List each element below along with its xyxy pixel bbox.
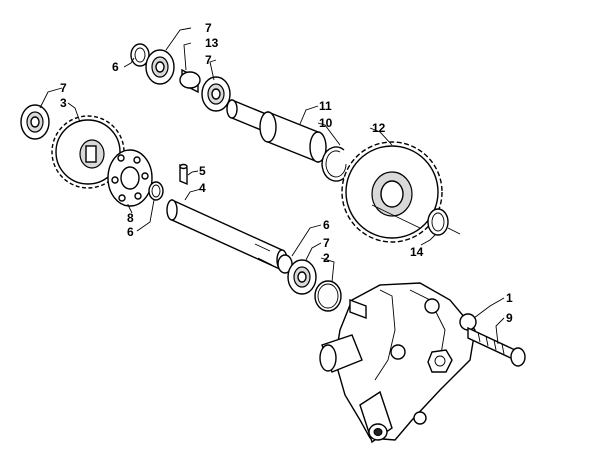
upper-shaft-11: [226, 98, 327, 164]
callout-13: 13: [205, 36, 219, 50]
callout-8: 8: [127, 211, 134, 225]
callout-7-top: 7: [205, 21, 212, 35]
callout-labels: 7 13 7 6 7 3 11 10 12 5 4 8 6 6 7 2 14 1…: [60, 21, 513, 325]
callout-5: 5: [199, 164, 206, 178]
snap-ring-6-left: [148, 181, 164, 201]
pump-housing: [319, 282, 477, 444]
callout-9: 9: [506, 311, 513, 325]
callout-6-left: 6: [127, 225, 134, 239]
spacer-13: [179, 68, 201, 94]
callout-7-upper: 7: [205, 53, 212, 67]
left-bearing-7: [20, 104, 50, 140]
callout-7-left: 7: [60, 81, 67, 95]
callout-4: 4: [199, 181, 206, 195]
snap-ring-14: [427, 208, 449, 236]
lower-shaft-4: [166, 198, 288, 272]
callout-3: 3: [60, 96, 67, 110]
callout-12: 12: [372, 121, 386, 135]
o-ring-2: [314, 280, 342, 312]
plate-8: [107, 149, 153, 207]
callout-6-top: 6: [112, 60, 119, 74]
bolt-9: [467, 326, 526, 367]
callout-7-lower: 7: [323, 236, 330, 250]
callout-14: 14: [410, 245, 424, 259]
callout-1: 1: [506, 291, 513, 305]
dowel-pin-5: [179, 163, 188, 186]
callout-10: 10: [319, 116, 333, 130]
leader-lines: [39, 27, 505, 345]
drive-gear-3: [51, 115, 125, 189]
snap-ring-6-lower: [277, 254, 293, 274]
lower-bearing-7: [287, 259, 317, 295]
upper-snap-ring-6: [130, 43, 150, 67]
callout-11: 11: [319, 99, 332, 113]
callout-6-lower: 6: [323, 218, 330, 232]
large-gear-12: [341, 141, 443, 243]
upper-bearing-left: [145, 49, 175, 85]
upper-bearing-right: [201, 76, 231, 112]
callout-2: 2: [323, 251, 330, 265]
